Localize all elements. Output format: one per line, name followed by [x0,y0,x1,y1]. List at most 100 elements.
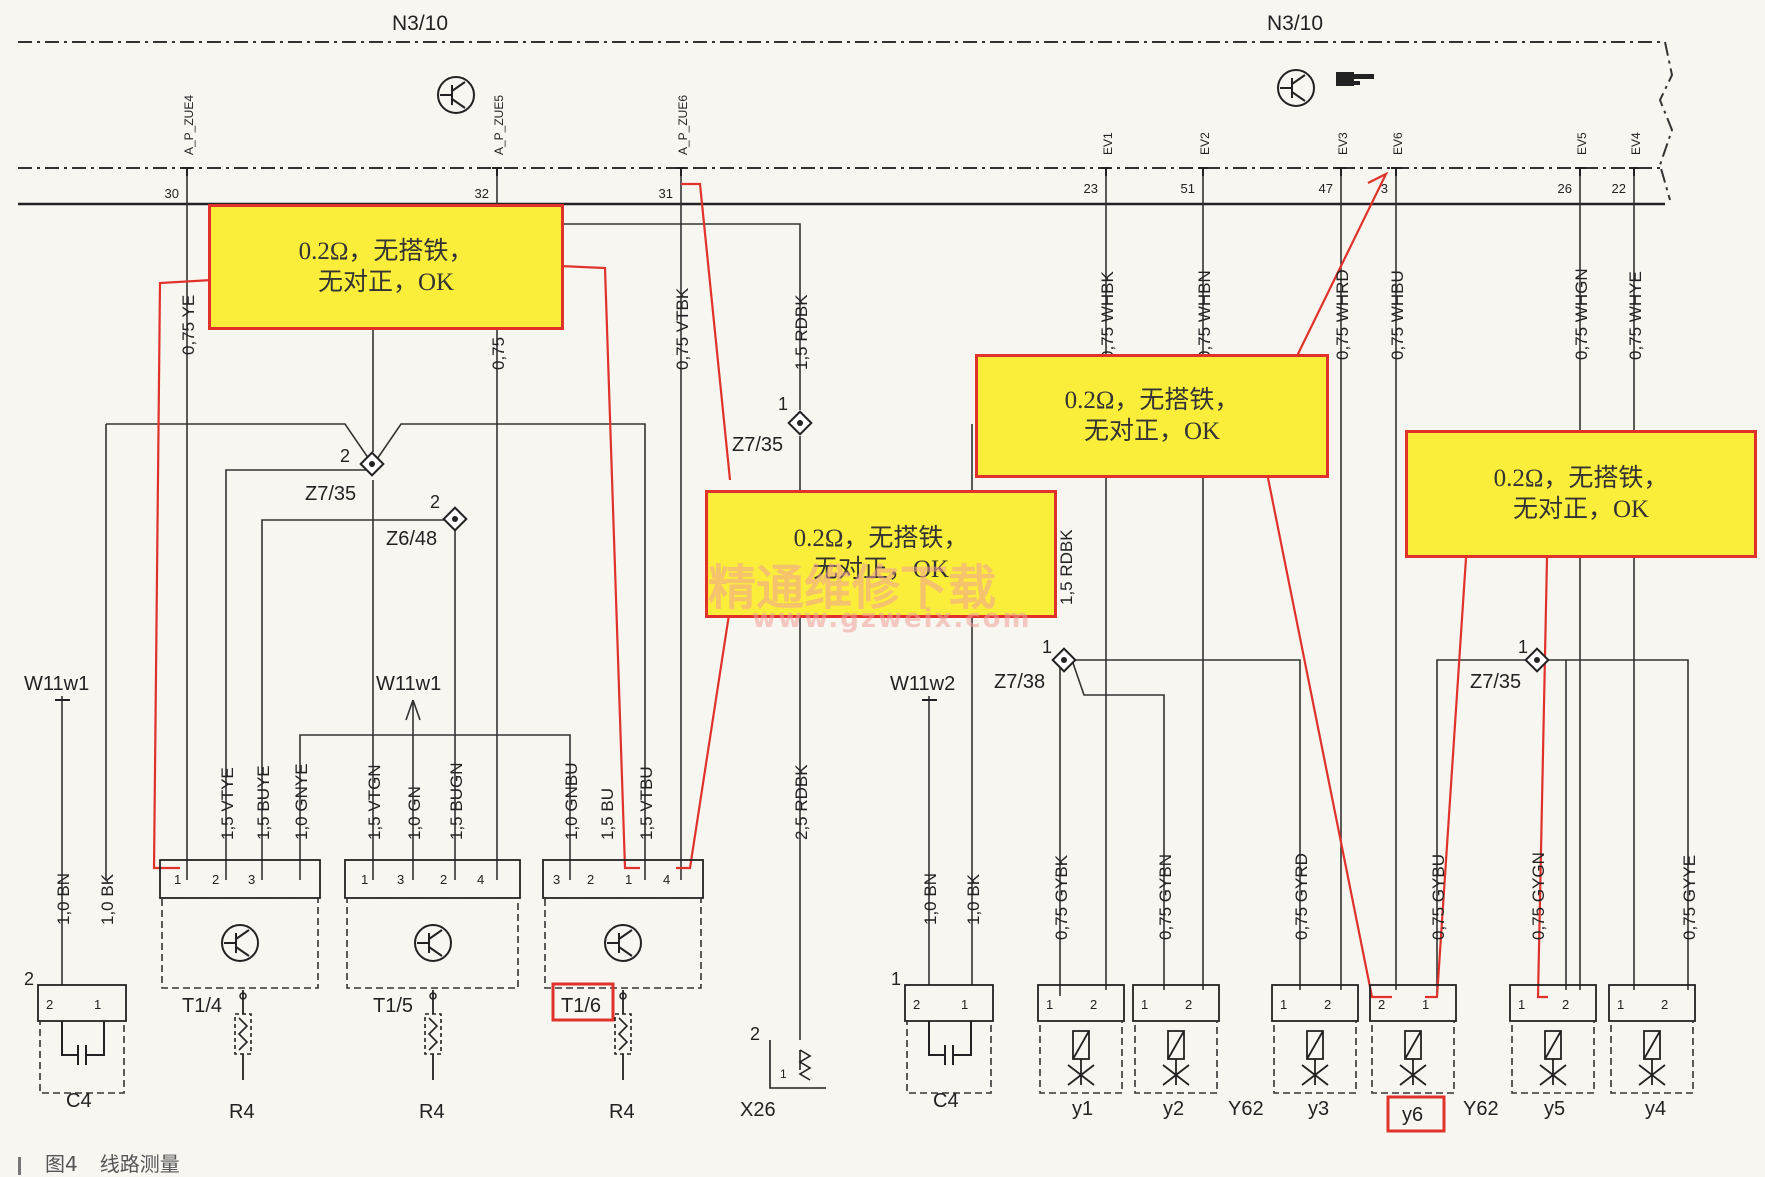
svg-text:26: 26 [1558,181,1572,196]
svg-text:Z7/35: Z7/35 [305,483,356,505]
svg-text:2: 2 [1324,997,1331,1012]
svg-text:2: 2 [750,1024,760,1044]
svg-text:1,5 RDBK: 1,5 RDBK [1057,529,1076,605]
svg-text:EV4: EV4 [1629,132,1643,155]
measurement-callout: 0.2Ω，无搭铁，无对正，OK [975,354,1329,478]
svg-text:A_P_ZUE6: A_P_ZUE6 [676,95,690,155]
header-pin: EV1 23 [1084,132,1115,196]
svg-text:0,75 WHBN: 0,75 WHBN [1195,270,1214,360]
measurement-callout: 0.2Ω，无搭铁，无对正，OK [208,204,564,330]
svg-text:2: 2 [1378,997,1385,1012]
header-pin: A_P_ZUE4 30 [165,95,196,201]
svg-text:2: 2 [913,997,920,1012]
svg-text:2: 2 [212,872,219,887]
svg-text:1,0 BK: 1,0 BK [98,873,117,925]
svg-text:y1: y1 [1072,1098,1093,1120]
svg-text:0,75 GYBU: 0,75 GYBU [1429,854,1448,940]
svg-text:T1/5: T1/5 [373,995,413,1017]
svg-text:4: 4 [663,872,670,887]
svg-text:0,75 VTBK: 0,75 VTBK [673,287,692,370]
svg-text:1,0 GNBU: 1,0 GNBU [562,763,581,840]
svg-text:Z6/48: Z6/48 [386,528,437,550]
header-pin: EV6 3 [1381,132,1405,196]
svg-text:A_P_ZUE4: A_P_ZUE4 [182,95,196,155]
svg-text:2: 2 [440,872,447,887]
resistor-r4-1: R4 [229,990,255,1123]
svg-text:32: 32 [475,186,489,201]
shield-w11w2: W11w2 [890,673,955,701]
svg-text:C4: C4 [66,1090,92,1112]
svg-text:1: 1 [780,1067,787,1081]
shield-w11w1-left: W11w1 [24,673,89,701]
resistor-r4-2: R4 [419,990,445,1123]
capacitor-c4-right: 2 1 1 C4 [891,969,994,1112]
header-pin: A_P_ZUE5 32 [475,95,506,201]
header-pin: EV4 22 [1612,132,1643,196]
valve-y3: 1 2 y3 [1271,984,1359,1120]
svg-text:1: 1 [174,872,181,887]
wire-labels-right: 0,75 WHBK 0,75 WHBN 0,75 WHRD 0,75 WHBU … [921,268,1699,940]
svg-text:1,0 BN: 1,0 BN [54,873,73,925]
svg-text:0,75 GYGN: 0,75 GYGN [1529,852,1548,940]
svg-text:23: 23 [1084,181,1098,196]
watermark-title: 精通维修下载 [708,560,997,616]
measurement-traces [152,171,1549,999]
transistor-icon [604,924,642,962]
splice-z7-38: 1 Z7/38 [994,637,1077,693]
svg-text:EV1: EV1 [1101,132,1115,155]
svg-text:0,75 YE: 0,75 YE [179,295,198,355]
svg-text:0,75 GYYE: 0,75 GYYE [1680,855,1699,940]
svg-text:30: 30 [165,186,179,201]
svg-text:1: 1 [891,969,901,989]
svg-text:1: 1 [1518,997,1525,1012]
svg-text:0,75: 0,75 [489,337,508,370]
pointing-hand-icon [1336,72,1374,86]
svg-text:1: 1 [1518,637,1528,657]
y62-label: Y62 [1463,1098,1499,1120]
splice-z6-48: 2 Z6/48 [386,492,468,550]
splice-z7-35-b: 1 Z7/35 [732,394,813,456]
svg-text:2: 2 [1661,997,1668,1012]
svg-text:2: 2 [340,446,350,466]
svg-text:T1/4: T1/4 [182,995,222,1017]
svg-text:0,75 WHGN: 0,75 WHGN [1572,268,1591,360]
svg-text:2: 2 [430,492,440,512]
svg-text:1,5 BUGN: 1,5 BUGN [447,763,466,840]
wire-labels-left: 0,75 YE 0,75 0,75 VTBK 1,5 RDBK 2,5 RDBK… [54,287,811,925]
svg-text:y4: y4 [1645,1098,1666,1120]
svg-text:1: 1 [1042,637,1052,657]
svg-text:X26: X26 [740,1099,776,1121]
svg-text:0,75 WHBU: 0,75 WHBU [1388,270,1407,360]
svg-text:3: 3 [1381,181,1388,196]
svg-text:y5: y5 [1544,1098,1565,1120]
svg-text:47: 47 [1319,181,1333,196]
header-pin-group: A_P_ZUE4 30 A_P_ZUE5 32 A_P_ZUE6 31 EV1 … [165,95,1643,201]
svg-text:1: 1 [1617,997,1624,1012]
figure-title: 线路测量 [99,1152,180,1176]
svg-text:1: 1 [778,394,788,414]
svg-text:0,75 GYBK: 0,75 GYBK [1052,854,1071,940]
svg-text:R4: R4 [229,1101,255,1123]
svg-text:EV3: EV3 [1336,132,1350,155]
measurement-callout: 0.2Ω，无搭铁，无对正，OK [1405,430,1757,558]
svg-text:A_P_ZUE5: A_P_ZUE5 [492,95,506,155]
svg-text:1: 1 [1280,997,1287,1012]
svg-text:C4: C4 [933,1090,959,1112]
svg-text:2: 2 [1090,997,1097,1012]
svg-text:2: 2 [46,997,53,1012]
svg-text:R4: R4 [419,1101,445,1123]
transistor-icon [437,76,475,114]
svg-text:1,5 VTBU: 1,5 VTBU [637,766,656,840]
svg-text:y3: y3 [1308,1098,1329,1120]
svg-text:1: 1 [94,997,101,1012]
svg-text:1: 1 [961,997,968,1012]
svg-text:W11w1: W11w1 [376,673,441,695]
header-pin: EV5 26 [1558,132,1589,196]
svg-text:1,0 GNYE: 1,0 GNYE [292,763,311,840]
transistor-icon [221,924,259,962]
capacitor-c4-left: 2 1 2 C4 [24,969,127,1112]
svg-text:Z7/35: Z7/35 [732,434,783,456]
